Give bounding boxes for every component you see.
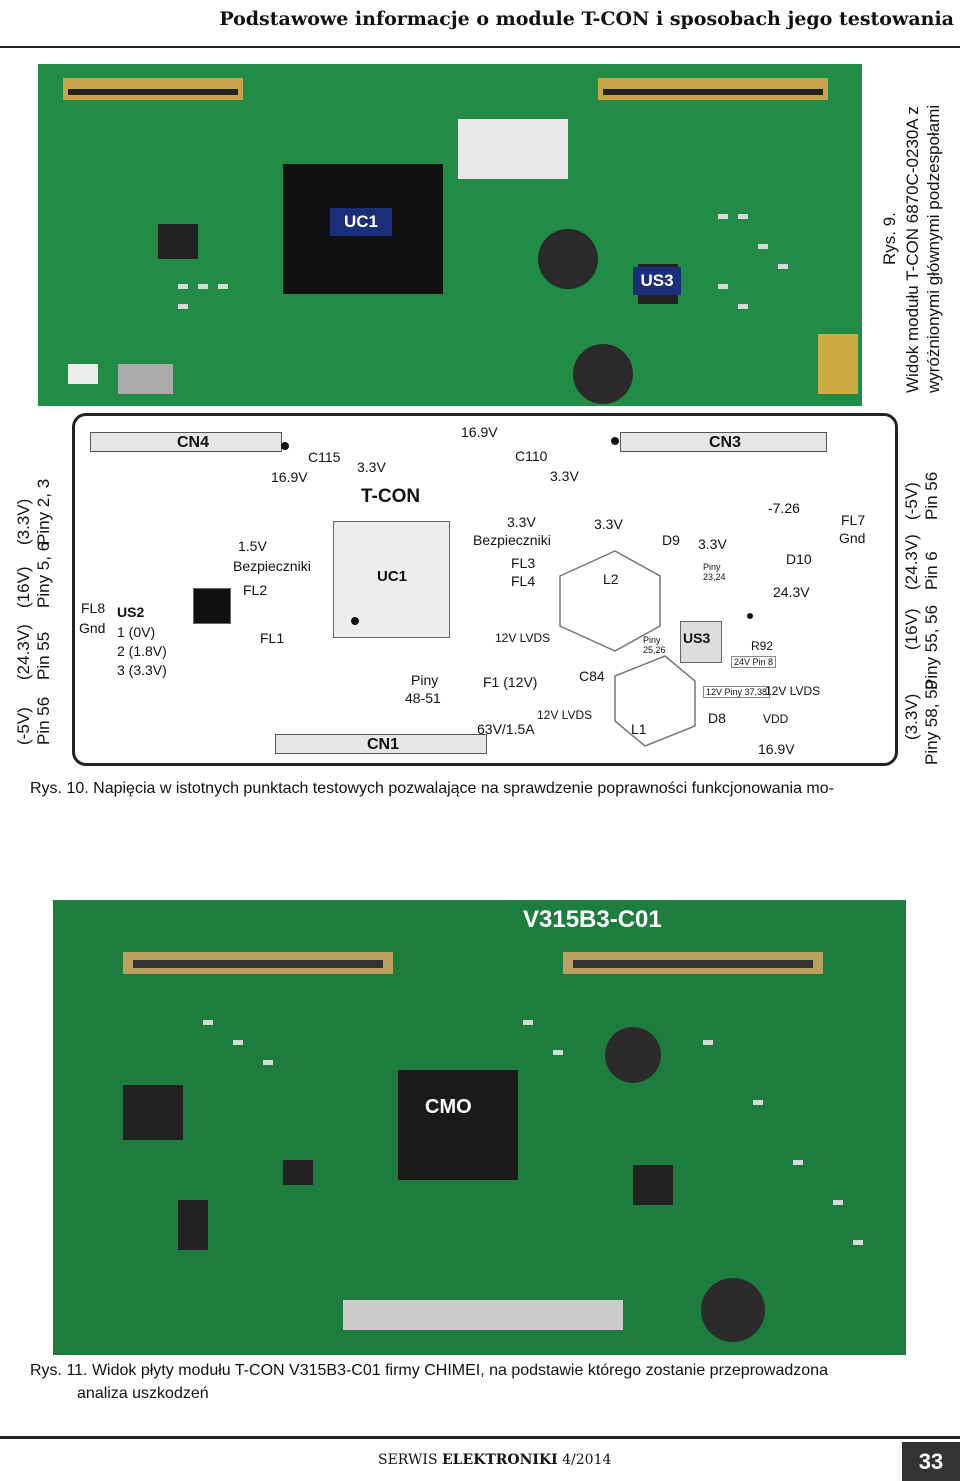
- left-pin-num: Pin 56: [34, 696, 53, 745]
- piny4851-a: Piny: [411, 672, 439, 688]
- uc1-label: UC1: [330, 208, 392, 236]
- c110-label: C110: [515, 448, 548, 464]
- figure9-caption-1: Rys. 9.: [880, 212, 899, 265]
- left-pin-volt: (-5V): [14, 707, 33, 745]
- fuse63-label: 63V/1.5A: [477, 721, 535, 737]
- figure10-caption: Rys. 10. Napięcia w istotnych punktach t…: [30, 780, 834, 797]
- us2-label: US2: [117, 604, 145, 620]
- left-pin-volt: (16V): [14, 566, 33, 608]
- footer-rule: [0, 1436, 960, 1439]
- vdd-label: VDD: [763, 712, 789, 726]
- figure11-photo: V315B3-C01 CMO: [53, 900, 906, 1355]
- left-pin-num: Piny 2, 3: [34, 478, 53, 545]
- cmo-chip-label: CMO: [425, 1096, 472, 1118]
- fl4-label: FL4: [511, 573, 536, 589]
- v33d-label: 3.3V: [594, 516, 623, 532]
- piny2526-label: Piny 25,26: [643, 635, 666, 655]
- bez2-label: Bezpieczniki: [473, 532, 551, 548]
- cn3-label: CN3: [709, 434, 742, 451]
- page-header: Podstawowe informacje o module T-CON i s…: [0, 0, 960, 48]
- page-footer: SERWIS ELEKTRONIKI 4/2014 33: [0, 1436, 960, 1481]
- schematic-shapes: [281, 437, 753, 747]
- us2-pin1: 1 (0V): [117, 624, 156, 640]
- issue-number: 4/2014: [562, 1452, 612, 1468]
- uc1-schematic-label: UC1: [377, 568, 408, 585]
- right-pin-num: Piny 58, 59: [922, 679, 941, 765]
- r92-label: R92: [751, 639, 774, 653]
- cn4-label: CN4: [177, 434, 210, 451]
- fl7-label: FL7: [841, 512, 866, 528]
- right-pin-volt: (-5V): [902, 482, 921, 520]
- pcb2-traces: [53, 900, 906, 1355]
- d9-label: D9: [662, 532, 680, 548]
- v33a-label: 3.3V: [357, 459, 386, 475]
- board-label: V315B3-C01: [523, 906, 662, 933]
- v169c-label: 16.9V: [758, 741, 795, 757]
- v33c-label: 3.3V: [507, 514, 536, 530]
- figure9-caption-3: wyróżnionymi głównymi podzespołami: [924, 104, 943, 393]
- bez1-label: Bezpieczniki: [233, 558, 311, 574]
- right-pin-volt: (16V): [902, 608, 921, 650]
- f1-label: F1 (12V): [483, 674, 538, 690]
- left-pin-num: Pin 55: [34, 631, 53, 680]
- gnd2-label: Gnd: [839, 530, 866, 546]
- lvds2-label: 12V LVDS: [537, 708, 593, 722]
- piny4851-b: 48-51: [405, 690, 441, 706]
- magazine-name-b: ELEKTRONIKI: [442, 1452, 558, 1468]
- right-pin-num: Piny 55, 56: [922, 604, 941, 690]
- cn1-connector: [275, 734, 487, 754]
- gnd1-label: Gnd: [79, 620, 106, 636]
- cn3-connector: [620, 432, 827, 452]
- figure11-caption-1: Rys. 11. Widok płyty modułu T-CON V315B3…: [30, 1362, 828, 1379]
- right-pin-volt: (3.3V): [902, 693, 921, 740]
- magazine-name-a: SERWIS: [378, 1452, 438, 1468]
- l2-label: L2: [603, 571, 619, 587]
- v169a-label: 16.9V: [271, 469, 308, 485]
- cn4-connector: [90, 432, 282, 452]
- v726-label: -7.26: [768, 500, 800, 516]
- v169b-label: 16.9V: [461, 424, 498, 440]
- fig10-schematic: CN4 CN3 CN1 C115 3.3V 16.9V T-CON UC1 16…: [72, 413, 898, 766]
- d8-label: D8: [708, 710, 726, 726]
- lvds3-label: 12V LVDS: [765, 684, 821, 698]
- lvds1-label: 12V LVDS: [495, 631, 551, 645]
- r92pin-label: 24V Pin 8: [731, 656, 777, 668]
- us2-chip: [193, 588, 231, 624]
- tcon-label: T-CON: [361, 486, 421, 507]
- us3-schematic-label: US3: [683, 630, 711, 646]
- page-number: 33: [902, 1442, 960, 1481]
- pcb-traces: [38, 64, 862, 406]
- d10-label: D10: [786, 551, 812, 567]
- us2-pin3: 3 (3.3V): [117, 662, 167, 678]
- fl2-label: FL2: [243, 582, 268, 598]
- l1-label: L1: [631, 721, 647, 737]
- c115-label: C115: [308, 449, 341, 465]
- right-pin-num: Pin 56: [922, 471, 941, 520]
- figure9-photo: UC1 US3: [38, 64, 862, 406]
- page-title: Podstawowe informacje o module T-CON i s…: [219, 8, 954, 30]
- c84-label: C84: [579, 668, 605, 684]
- left-pin-volt: (24.3V): [14, 624, 33, 680]
- uc1-chip: [333, 521, 450, 638]
- right-pin-volt: (24.3V): [902, 534, 921, 590]
- magazine-name: SERWIS ELEKTRONIKI 4/2014: [378, 1452, 611, 1468]
- cn1-label: CN1: [367, 736, 400, 753]
- piny2324-label: Piny 23,24: [703, 562, 726, 582]
- v33e-label: 3.3V: [698, 536, 727, 552]
- piny3738-label: 12V Piny 37,38: [703, 686, 771, 698]
- fl3-label: FL3: [511, 555, 536, 571]
- us3-chip: [680, 621, 722, 663]
- fl8-label: FL8: [81, 600, 106, 616]
- figure11-caption-2: analiza uszkodzeń: [77, 1385, 209, 1402]
- v33b-label: 3.3V: [550, 468, 579, 484]
- figure9-caption-2: Widok modułu T-CON 6870C-0230A z: [903, 106, 922, 393]
- v243-label: 24.3V: [773, 584, 810, 600]
- v15-label: 1.5V: [238, 538, 267, 554]
- left-pin-volt: (3.3V): [14, 498, 33, 545]
- right-pin-num: Pin 6: [922, 551, 941, 590]
- us3-label: US3: [633, 267, 681, 295]
- fl1-label: FL1: [260, 630, 285, 646]
- left-pin-num: Piny 5, 6: [34, 541, 53, 608]
- us2-pin2: 2 (1.8V): [117, 643, 167, 659]
